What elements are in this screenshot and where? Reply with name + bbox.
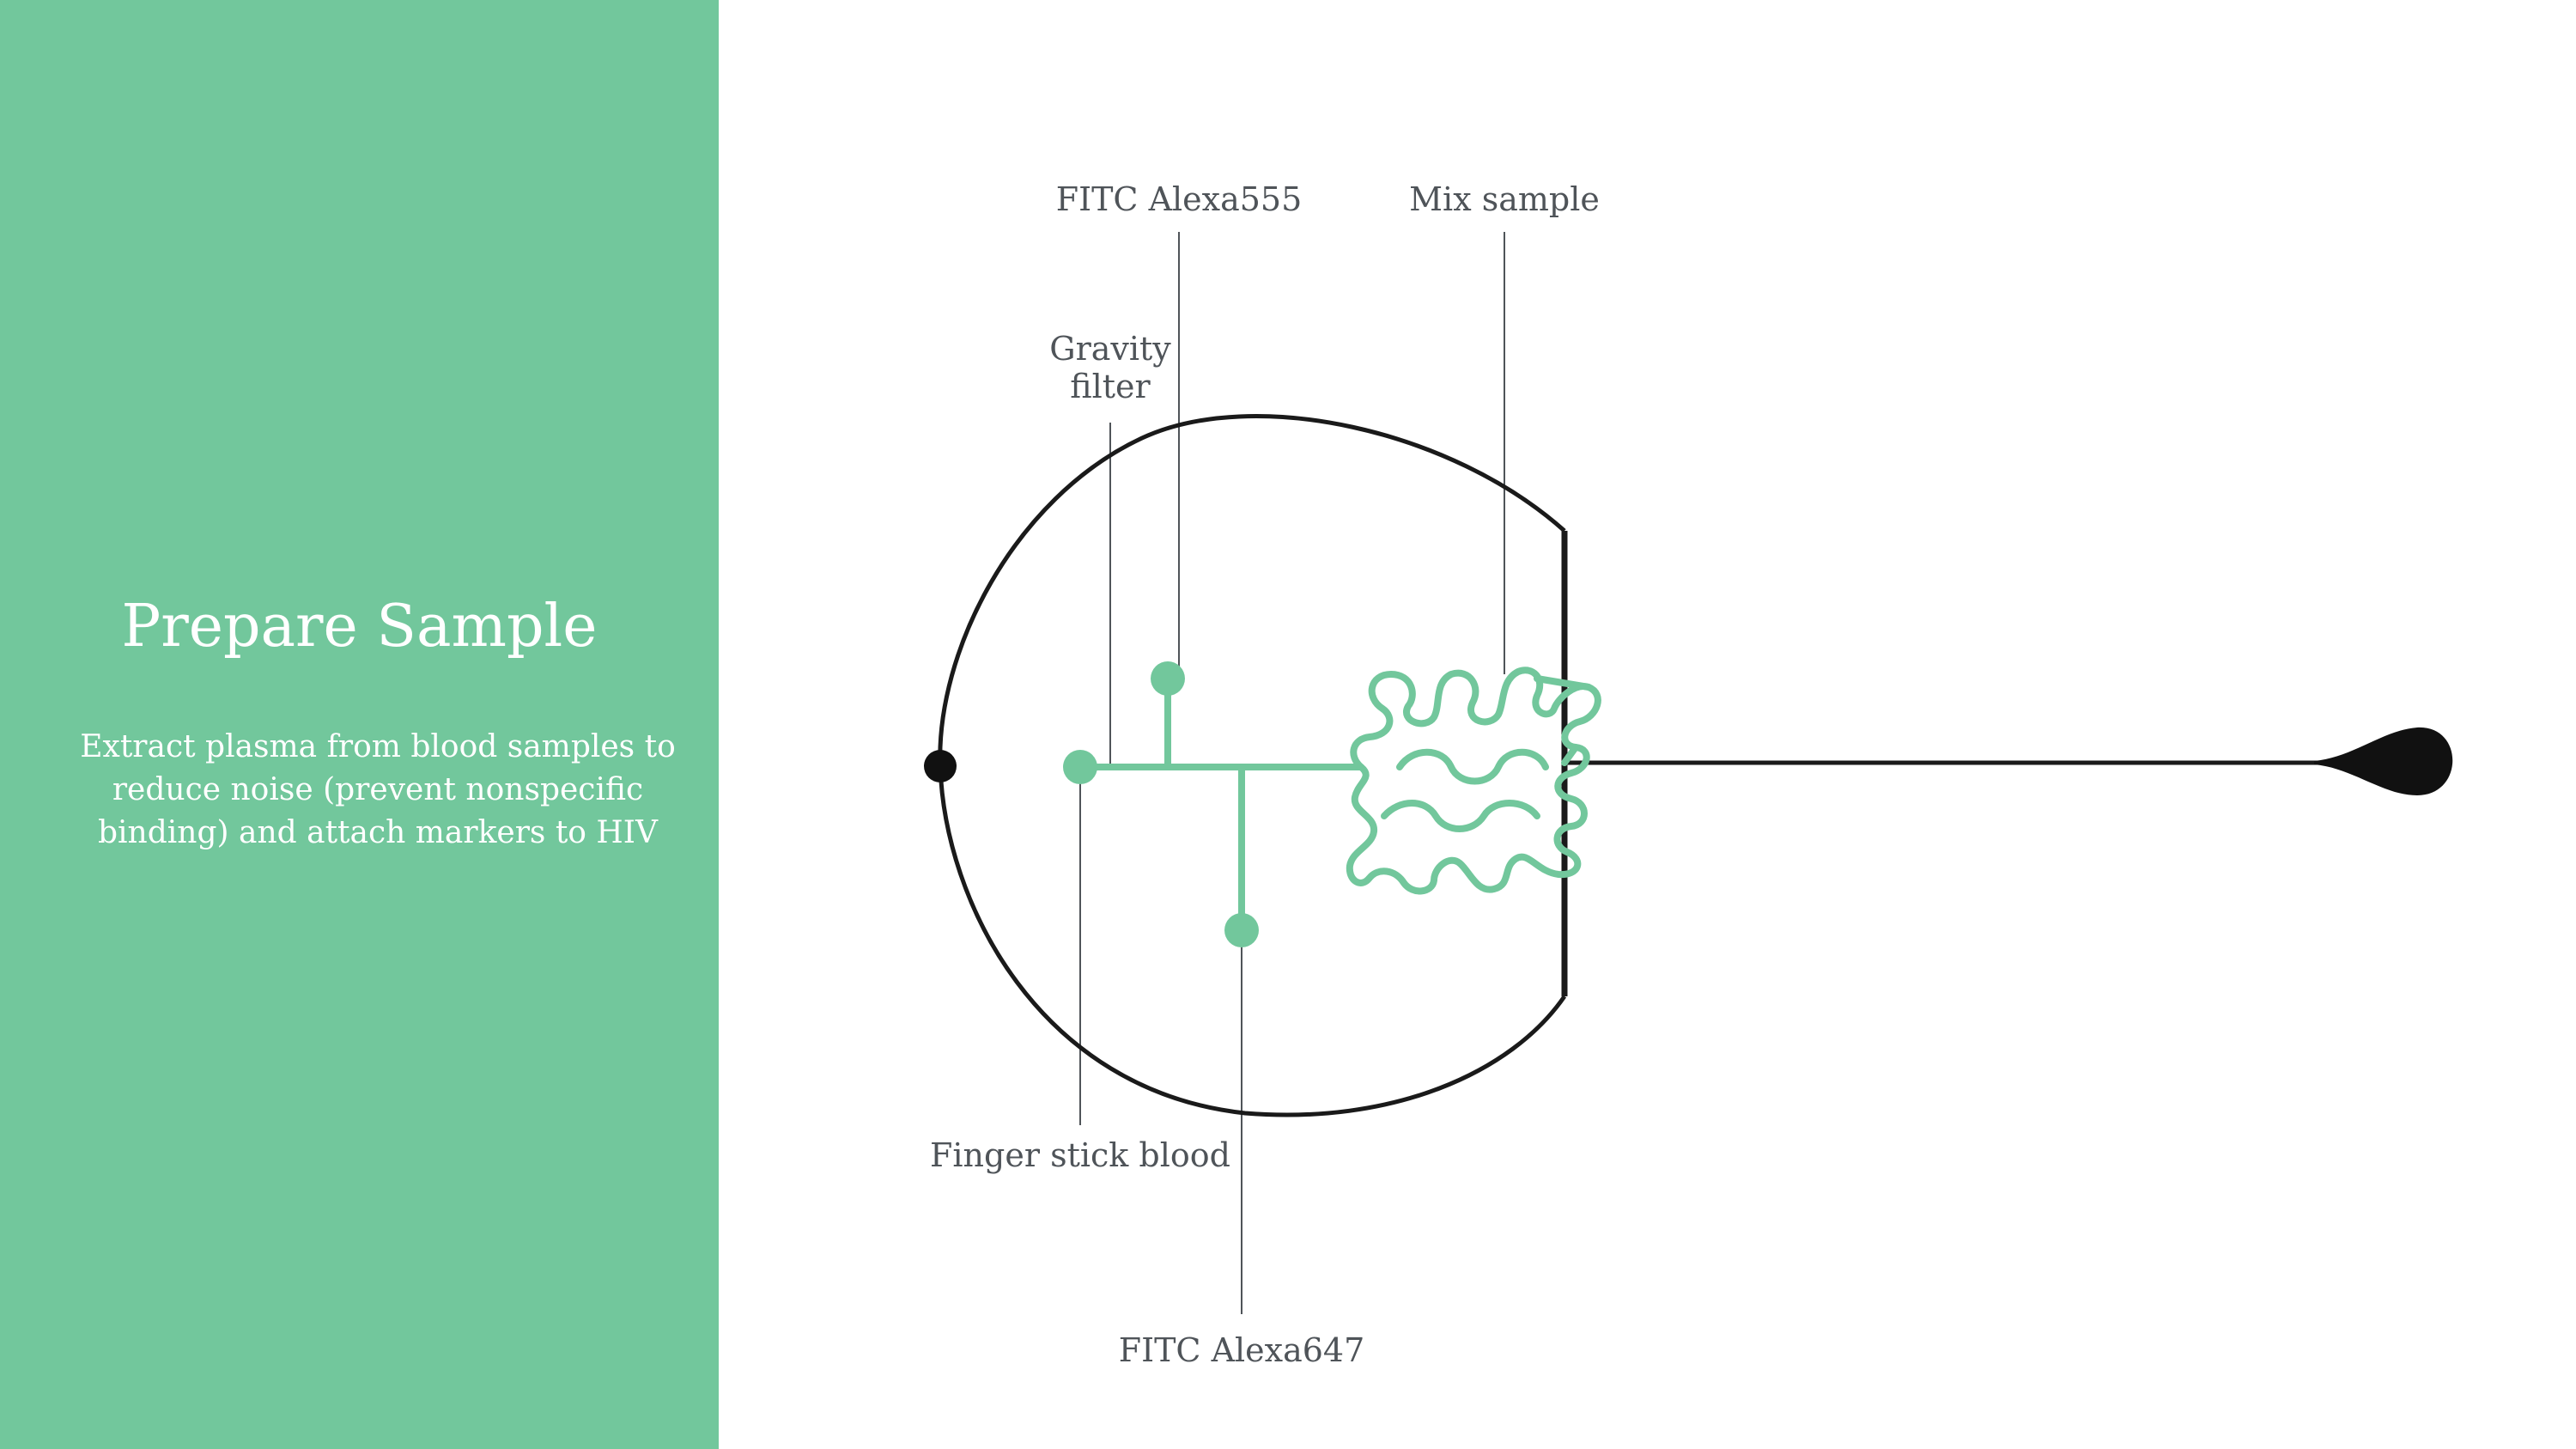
label-gravity-filter-line2: filter <box>1070 368 1151 405</box>
label-mix-sample: Mix sample <box>1409 180 1600 218</box>
alexa647-port <box>1224 913 1259 947</box>
leader-lines <box>1079 232 1505 1314</box>
label-fitc-alexa555: FITC Alexa555 <box>1055 180 1303 218</box>
finger-stick-port <box>1063 750 1097 784</box>
serpentine-inner <box>1381 748 1549 832</box>
serpentine-mixer <box>1346 667 1601 895</box>
fluidic-channels <box>1077 667 1601 934</box>
alexa555-port <box>1151 661 1185 696</box>
mixer-outlet <box>1534 675 1592 766</box>
panel-title: Prepare Sample <box>121 593 598 661</box>
panel-description: Extract plasma from blood samples to red… <box>80 729 676 850</box>
inlet-ports <box>1063 661 1259 947</box>
label-gravity-filter-line1: Gravity <box>1049 330 1171 368</box>
side-panel: Prepare Sample Extract plasma from blood… <box>0 0 719 1449</box>
label-finger-stick-blood: Finger stick blood <box>930 1136 1230 1174</box>
chip-left-port <box>924 750 957 782</box>
output-reservoir <box>2314 727 2453 795</box>
label-fitc-alexa647: FITC Alexa647 <box>1118 1331 1365 1369</box>
